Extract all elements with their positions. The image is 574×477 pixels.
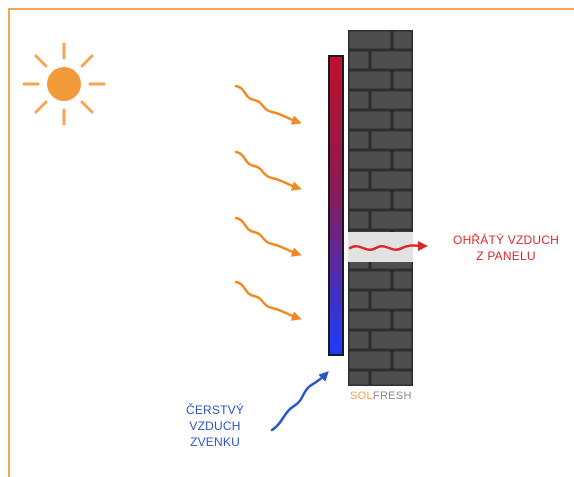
sun-icon [22, 42, 106, 126]
brick [393, 31, 412, 49]
fresh-air-label: ČERSTVÝ VZDUCH ZVENKU [180, 402, 250, 450]
brick [371, 91, 412, 109]
brand-fresh: FRESH [372, 390, 412, 402]
brick [371, 211, 412, 229]
brick [349, 351, 391, 369]
brick [349, 371, 369, 385]
brand-sol: SOL [350, 390, 373, 402]
heat-wave-arrow-icon [234, 280, 302, 321]
brick [349, 211, 369, 229]
cold-air-arrow-icon [270, 371, 329, 432]
brick [349, 131, 369, 149]
diagram-frame [8, 8, 574, 477]
brand-logo: SOLFRESH [350, 390, 412, 402]
brick [371, 371, 412, 385]
hot-air-arrow-icon [348, 240, 428, 251]
brick [393, 311, 412, 329]
brick [349, 31, 391, 49]
hot-air-label-line: Z PANELU [476, 249, 536, 263]
brick [371, 131, 412, 149]
solar-panel [328, 55, 344, 356]
heat-wave-arrow-icon [234, 150, 302, 191]
brick [349, 51, 369, 69]
brick [393, 271, 412, 289]
hot-air-label: OHŘÁTÝ VZDUCH Z PANELU [426, 232, 574, 264]
brick [393, 191, 412, 209]
brick [371, 331, 412, 349]
brick [349, 71, 391, 89]
brick [349, 111, 391, 129]
brick [349, 91, 369, 109]
brick [349, 311, 391, 329]
heat-wave-arrow-icon [234, 84, 302, 125]
brick [393, 351, 412, 369]
fresh-air-label-line: ZVENKU [190, 435, 240, 449]
hot-air-label-line: OHŘÁTÝ VZDUCH [453, 233, 559, 247]
brick [349, 291, 369, 309]
fresh-air-label-line: ČERSTVÝ [185, 403, 245, 417]
brick [393, 111, 412, 129]
brick [349, 171, 369, 189]
heat-wave-arrow-icon [234, 216, 302, 257]
brick [349, 191, 391, 209]
brick [393, 151, 412, 169]
brick [393, 71, 412, 89]
brick [371, 51, 412, 69]
fresh-air-label-line: VZDUCH [189, 419, 241, 433]
brick [371, 171, 412, 189]
brick [349, 331, 369, 349]
brick [349, 271, 391, 289]
brick [371, 291, 412, 309]
brick [349, 151, 391, 169]
brick-wall [348, 30, 413, 386]
